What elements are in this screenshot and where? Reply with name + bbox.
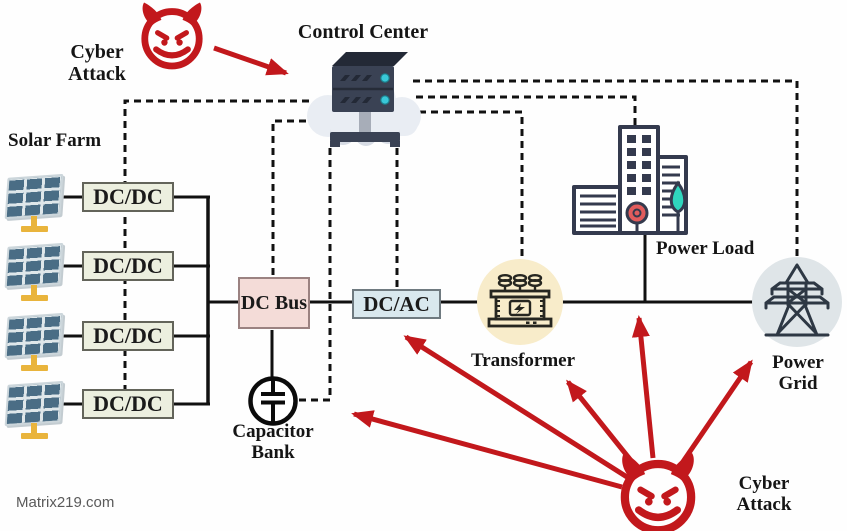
cyber-attack-top-label: Cyber Attack xyxy=(68,41,126,86)
server-cloud-icon xyxy=(307,52,421,147)
solar-panel-base xyxy=(21,295,48,301)
solar-panel-stand xyxy=(31,355,37,366)
dcdc-label: DC/DC xyxy=(93,323,163,348)
comm-line-control-to-capacitor xyxy=(296,148,332,402)
transmission-tower-icon xyxy=(764,263,830,337)
power-load-label: Power Load xyxy=(656,238,755,259)
dcdc-converter-box: DC/DC xyxy=(82,182,174,212)
comm-line-control-to-dcbus xyxy=(271,119,318,277)
solar-farm-label: Solar Farm xyxy=(8,130,102,151)
power-line xyxy=(58,195,753,406)
solar-panel-stand xyxy=(31,285,37,296)
capacitor-icon xyxy=(248,376,298,426)
comm-line xyxy=(123,79,799,402)
comm-line-control-to-transformer xyxy=(419,110,524,262)
cyber-attack-bottom-label: Cyber Attack xyxy=(736,473,792,516)
solar-panel-stand xyxy=(31,423,37,434)
solar-panel-stand xyxy=(31,216,37,227)
control-center-label: Control Center xyxy=(297,21,429,43)
devil-icon-top xyxy=(141,2,203,70)
devil-icon-bottom xyxy=(620,452,696,531)
solar-panel-icon xyxy=(4,242,64,303)
dcdc-label: DC/DC xyxy=(93,184,163,209)
power-grid-label: Power Grid xyxy=(772,352,824,395)
dc-bus-label-line1: DC xyxy=(240,291,270,314)
comm-line-control-to-powerload xyxy=(416,95,637,127)
solar-panel-icon xyxy=(4,380,64,441)
solar-panel-base xyxy=(21,433,48,439)
transformer-icon xyxy=(487,273,553,328)
comm-line-control-to-powergrid xyxy=(413,79,799,257)
dcdc-converter-box: DC/DC xyxy=(82,389,174,419)
dcac-inverter-box: DC/AC xyxy=(352,289,441,319)
dcac-label: DC/AC xyxy=(363,291,430,316)
solar-panel-base xyxy=(21,226,48,232)
dcdc-label: DC/DC xyxy=(93,391,163,416)
tree-icons xyxy=(625,180,687,232)
dc-bus-box: DC Bus xyxy=(238,277,310,329)
dcdc-converter-box: DC/DC xyxy=(82,251,174,281)
solar-panel-icon xyxy=(4,173,64,234)
watermark: Matrix219.com xyxy=(16,494,115,511)
dc-bus-label-line2: Bus xyxy=(274,291,308,314)
dcdc-label: DC/DC xyxy=(93,253,163,278)
building-icon xyxy=(572,125,688,235)
dcdc-converter-box: DC/DC xyxy=(82,321,174,351)
solar-panel-icon xyxy=(4,312,64,373)
comm-line-control-to-dcdc xyxy=(123,99,309,389)
solar-panel-base xyxy=(21,365,48,371)
capacitor-bank-label: Capacitor Bank xyxy=(232,421,314,464)
